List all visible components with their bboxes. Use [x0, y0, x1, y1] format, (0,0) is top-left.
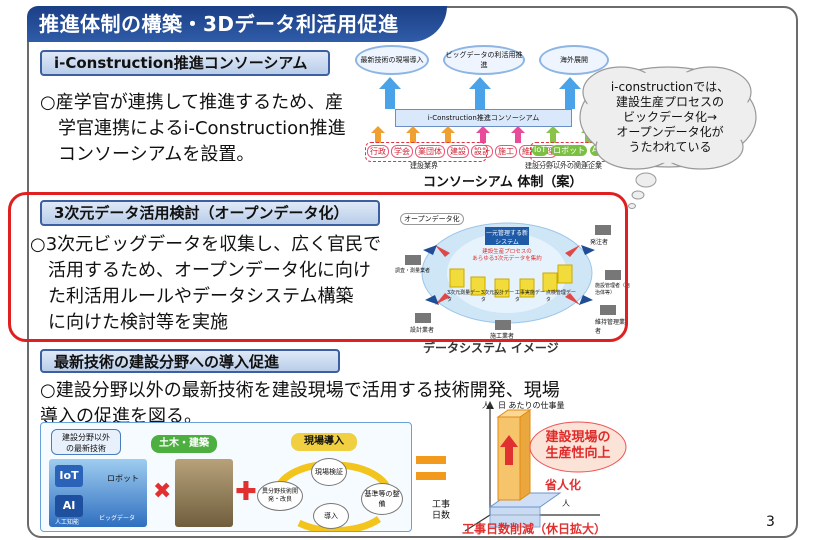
outside-tech-line-1: 建設分野以外: [62, 433, 110, 442]
civil-image: [175, 459, 233, 527]
label-other-industry: 建設分野以外の関連企業: [525, 162, 602, 170]
central-desc-2: あらゆる3次元データを集約: [472, 256, 542, 262]
data-cylinder-labels: 3次元測量データ 3次元設計データ 工事実施データ 点検管理データ: [447, 289, 577, 303]
ai-sublabel: 人工知能: [55, 519, 80, 526]
cloud-line-3: ビックデータ化→: [622, 110, 718, 124]
section2-line-3: た利活用ルールやデータシステム構築: [48, 286, 354, 307]
labor-saving-label: 省人化: [545, 478, 582, 492]
iot-badge: IoT: [55, 465, 83, 487]
data-system-caption: データシステム イメージ: [423, 341, 559, 355]
page-number: 3: [766, 514, 775, 530]
productivity-callout: 建設現場の 生産性向上: [534, 430, 622, 462]
member-robot: ロボット: [551, 145, 588, 156]
thought-cloud: i-constructionでは、 建設生産プロセスの ビックデータ化→ オープ…: [600, 80, 740, 155]
chart-x-label: 工事 日数: [432, 500, 450, 522]
section2-text: ○3次元ビッグデータを収集し、広く官民で 活用するため、オープンデータ化に向け …: [30, 232, 400, 336]
outside-tech-line-2: の最新技術: [66, 444, 106, 453]
cycle-develop: 異分野技術開発・改良: [257, 481, 303, 511]
cloud-line-1: i-constructionでは、: [610, 80, 730, 94]
section2-line-4: に向けた検討等を実施: [48, 312, 228, 333]
chart-y-label: 人、日 あたりの仕事量: [482, 401, 565, 410]
section3-header: 最新技術の建設分野への導入促進: [40, 349, 340, 373]
cloud-line-2: 建設生産プロセスの: [615, 95, 724, 109]
central-system-desc: 建設生産プロセスの あらゆる3次元データを集約: [465, 249, 549, 263]
section1-header: i-Construction推進コンソーシアム: [40, 50, 330, 76]
member-construction: 建設: [447, 145, 469, 158]
node-surveyor: 調査・測量業者: [395, 268, 431, 274]
node-tech-intro: 最新技術の現場導入: [355, 45, 429, 75]
highlight-frame: [8, 192, 628, 342]
section2-header: 3次元データ活用検討（オープンデータ化）: [40, 200, 380, 226]
thought-cloud-shape: [579, 66, 757, 209]
tech-image-box: IoT ロボット AI 人工知能 ビッグデータ: [49, 459, 147, 527]
section1-line-2: 学官連携によるi-Construction推進: [58, 118, 346, 139]
equals-top: [416, 456, 446, 464]
section3-line-2: 導入の促進を図る。: [40, 406, 202, 427]
bigdata-label: ビッグデータ: [99, 515, 136, 522]
node-bigdata: ビッグデータの利活用推進: [443, 45, 525, 75]
member-iot: IoT: [532, 145, 549, 156]
member-list: 行政 学会 業団体 建設 設計 施工 維持管理: [367, 145, 557, 158]
cloud-line-5: うたわれている: [628, 140, 712, 154]
node-overseas: 海外展開: [539, 45, 609, 75]
data-system-diagram: オープンデータ化 一元管理する新システム 建設生産プロセスの あらゆる3次元デー…: [395, 205, 630, 355]
productivity-chart: [464, 401, 600, 532]
days-reduction-label: 工事日数削減（休日拡大）: [462, 522, 607, 536]
central-desc-1: 建設生産プロセスの: [482, 249, 532, 255]
node-designer: 設計業者: [410, 327, 435, 334]
cycle-introduce: 導入: [313, 503, 349, 529]
member-build: 施工: [495, 145, 517, 158]
chart-axis-person: 人: [562, 499, 570, 508]
section2-line-1: ○3次元ビッグデータを収集し、広く官民で: [30, 234, 382, 255]
productivity-line-1: 建設現場の: [545, 430, 611, 445]
section3-line-1: ○建設分野以外の最新技術を建設現場で活用する技術開発、現場: [40, 380, 560, 401]
member-academia: 学会: [391, 145, 413, 158]
consortium-caption: コンソーシアム 体制（案）: [423, 175, 583, 190]
open-data-label: オープンデータ化: [400, 213, 464, 225]
cloud-line-4: オープンデータ化が: [616, 125, 724, 139]
productivity-line-2: 生産性向上: [545, 446, 611, 461]
productivity-cloud-shape: [529, 421, 627, 473]
equals-bottom: [416, 472, 446, 480]
cycle-standards: 基準等の整備: [361, 483, 403, 515]
section1-line-3: コンソーシアムを設置。: [58, 144, 255, 165]
cyl-inspection: 点検管理データ: [545, 290, 576, 303]
slide-title: 推進体制の構築・3Dデータ利活用促進: [27, 6, 447, 42]
arrows-up: [379, 77, 581, 109]
cycle-verify: 現場検証: [311, 458, 347, 486]
central-system-label: 一元管理する新システム: [485, 230, 528, 246]
node-maintenance: 維持管理業者: [595, 319, 626, 335]
cyl-design: 3次元設計データ: [480, 290, 515, 303]
tech-flow-panel: 建設分野以外 の最新技術 IoT ロボット AI 人工知能 ビッグデータ ✖ 土…: [40, 422, 412, 532]
node-facility-manager: 施設管理者（自治体等）: [595, 283, 631, 296]
member-industry: 業団体: [415, 145, 445, 158]
data-system-shape: [405, 222, 621, 330]
cyl-construction: 工事実施データ: [514, 290, 545, 303]
civil-label: 土木・建築: [151, 435, 217, 453]
member-group-left: [365, 142, 487, 162]
chart-x-label-1: 工事: [432, 500, 451, 510]
member-design: 設計: [471, 145, 493, 158]
member-gov: 行政: [367, 145, 389, 158]
cyl-survey: 3次元測量データ: [447, 290, 481, 303]
plus-icon: ✚: [235, 477, 257, 507]
field-intro-label: 現場導入: [291, 433, 357, 451]
section2-line-2: 活用するため、オープンデータ化に向け: [48, 260, 371, 281]
node-orderer: 発注者: [590, 239, 609, 246]
outside-tech-label: 建設分野以外 の最新技術: [51, 429, 121, 455]
ai-badge: AI: [55, 495, 83, 517]
section3-text: ○建設分野以外の最新技術を建設現場で活用する技術開発、現場 導入の促進を図る。: [40, 378, 640, 430]
section1-text: ○産学官が連携して推進するため、産 学官連携によるi-Construction推…: [40, 90, 380, 168]
node-contractor: 施工業者: [490, 333, 515, 340]
robot-label: ロボット: [107, 474, 139, 483]
label-industry: 建設業界: [410, 162, 438, 170]
chart-x-label-2: 日数: [432, 511, 451, 521]
consortium-diagram: 最新技術の現場導入 ビッグデータの利活用推進 海外展開 i-Constructi…: [355, 45, 610, 190]
multiply-icon: ✖: [153, 479, 172, 504]
section1-line-1: ○産学官が連携して推進するため、産: [40, 92, 344, 113]
